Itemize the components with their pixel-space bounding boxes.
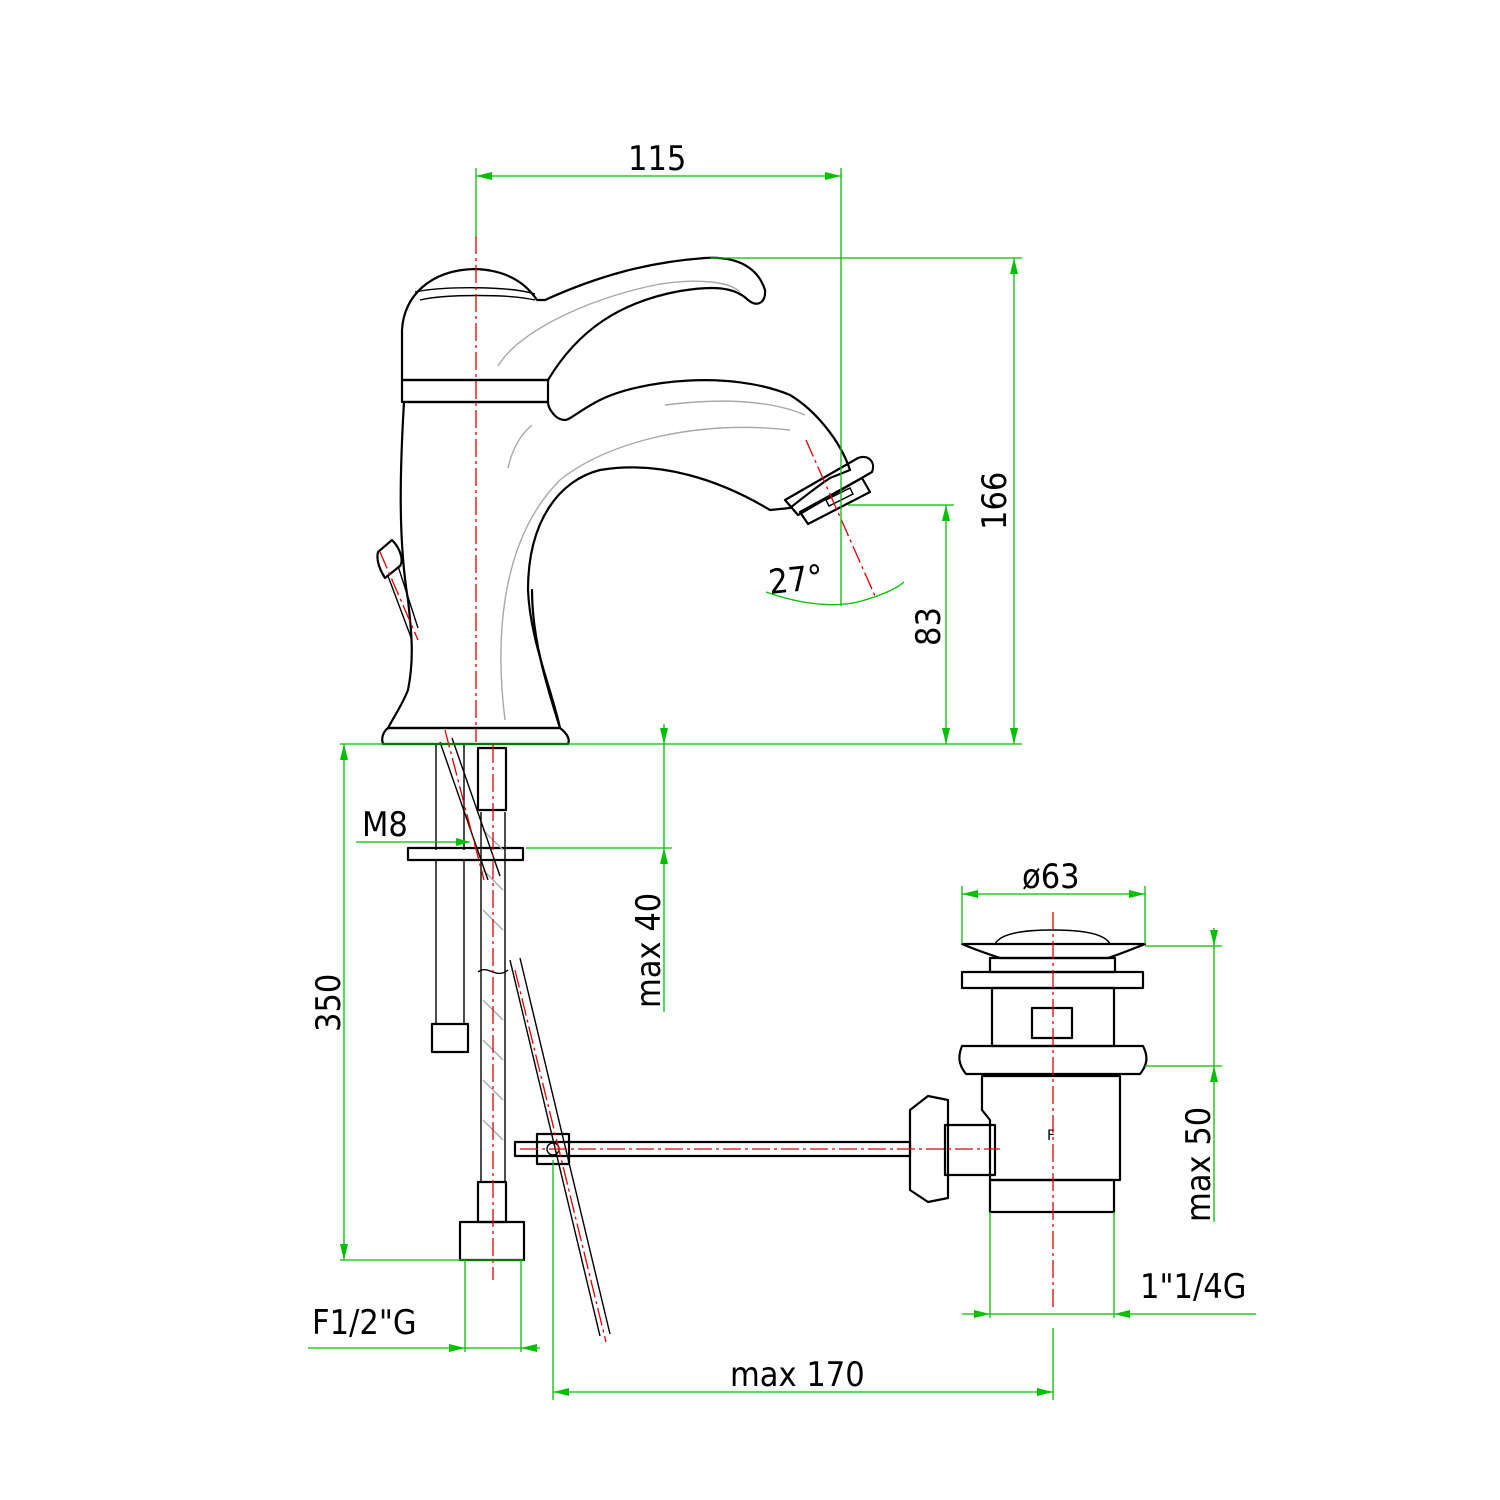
spout-top-highlight (664, 400, 806, 416)
stud-lower (435, 860, 465, 1025)
dim-thread-f1-2: F1/2"G (312, 1303, 417, 1343)
hose-upper-fitting (476, 746, 508, 812)
faucet-body (376, 256, 875, 746)
fixing-plate (406, 846, 525, 862)
dim-max-50: max 50 (1179, 1107, 1219, 1222)
body-highlight (507, 424, 533, 469)
dim-thread-1-1-4: 1"1/4G (1140, 1267, 1246, 1307)
dim-height-166: 166 (975, 472, 1015, 530)
popup-axis-lower (514, 969, 607, 1343)
hose-nut (458, 1220, 526, 1262)
waste-nut (958, 1044, 1148, 1076)
waste-flange-neck (988, 956, 1117, 974)
stud-nut (430, 1022, 470, 1054)
dim-height-83: 83 (909, 607, 949, 646)
waste-window (1030, 1006, 1074, 1040)
waste-side-nut (908, 1094, 950, 1204)
aerator-slot (825, 487, 854, 507)
popup-axis-upper (444, 729, 485, 881)
dim-angle-27: 27° (767, 558, 825, 603)
popup-rod-lower (509, 959, 601, 1337)
waste-side-connector (943, 1123, 997, 1177)
popup-rod-lower-2 (519, 957, 611, 1335)
threaded-stud (435, 744, 465, 850)
waste-letter: F (1047, 1128, 1055, 1144)
lever-cap-band (414, 287, 536, 295)
popup-knob-axis (379, 551, 419, 641)
popup-knob (376, 538, 403, 580)
centerlines (379, 236, 1054, 1343)
waste-thread (988, 1178, 1116, 1214)
lever-cap (400, 256, 767, 382)
spout-nozzle (783, 455, 875, 517)
dim-width-115: 115 (628, 139, 686, 179)
dim-dia-63: ø63 (1022, 857, 1080, 897)
lever-highlight (497, 280, 741, 367)
main-body (386, 379, 852, 730)
collar (400, 378, 550, 404)
spout-highlight (500, 426, 791, 721)
dim-thread-m8: M8 (362, 805, 408, 845)
popup-rod (439, 741, 489, 881)
dim-max-40: max 40 (629, 893, 669, 1008)
dim-length-350: 350 (309, 974, 349, 1032)
hose-lower-fitting (476, 1180, 508, 1224)
dim-max-170: max 170 (730, 1355, 865, 1395)
popup-rod-2 (451, 737, 501, 877)
popup-stem (387, 575, 413, 641)
popup-stem-2 (397, 565, 419, 629)
lever-cap-band-2 (419, 294, 536, 301)
dimension-lines: 115 166 83 27° 350 M8 max 40 (308, 139, 1256, 1400)
under-counter-parts (406, 737, 912, 1337)
spout-inner (530, 588, 562, 730)
hose-break (477, 969, 509, 975)
pop-up-waste: F (908, 929, 1148, 1214)
